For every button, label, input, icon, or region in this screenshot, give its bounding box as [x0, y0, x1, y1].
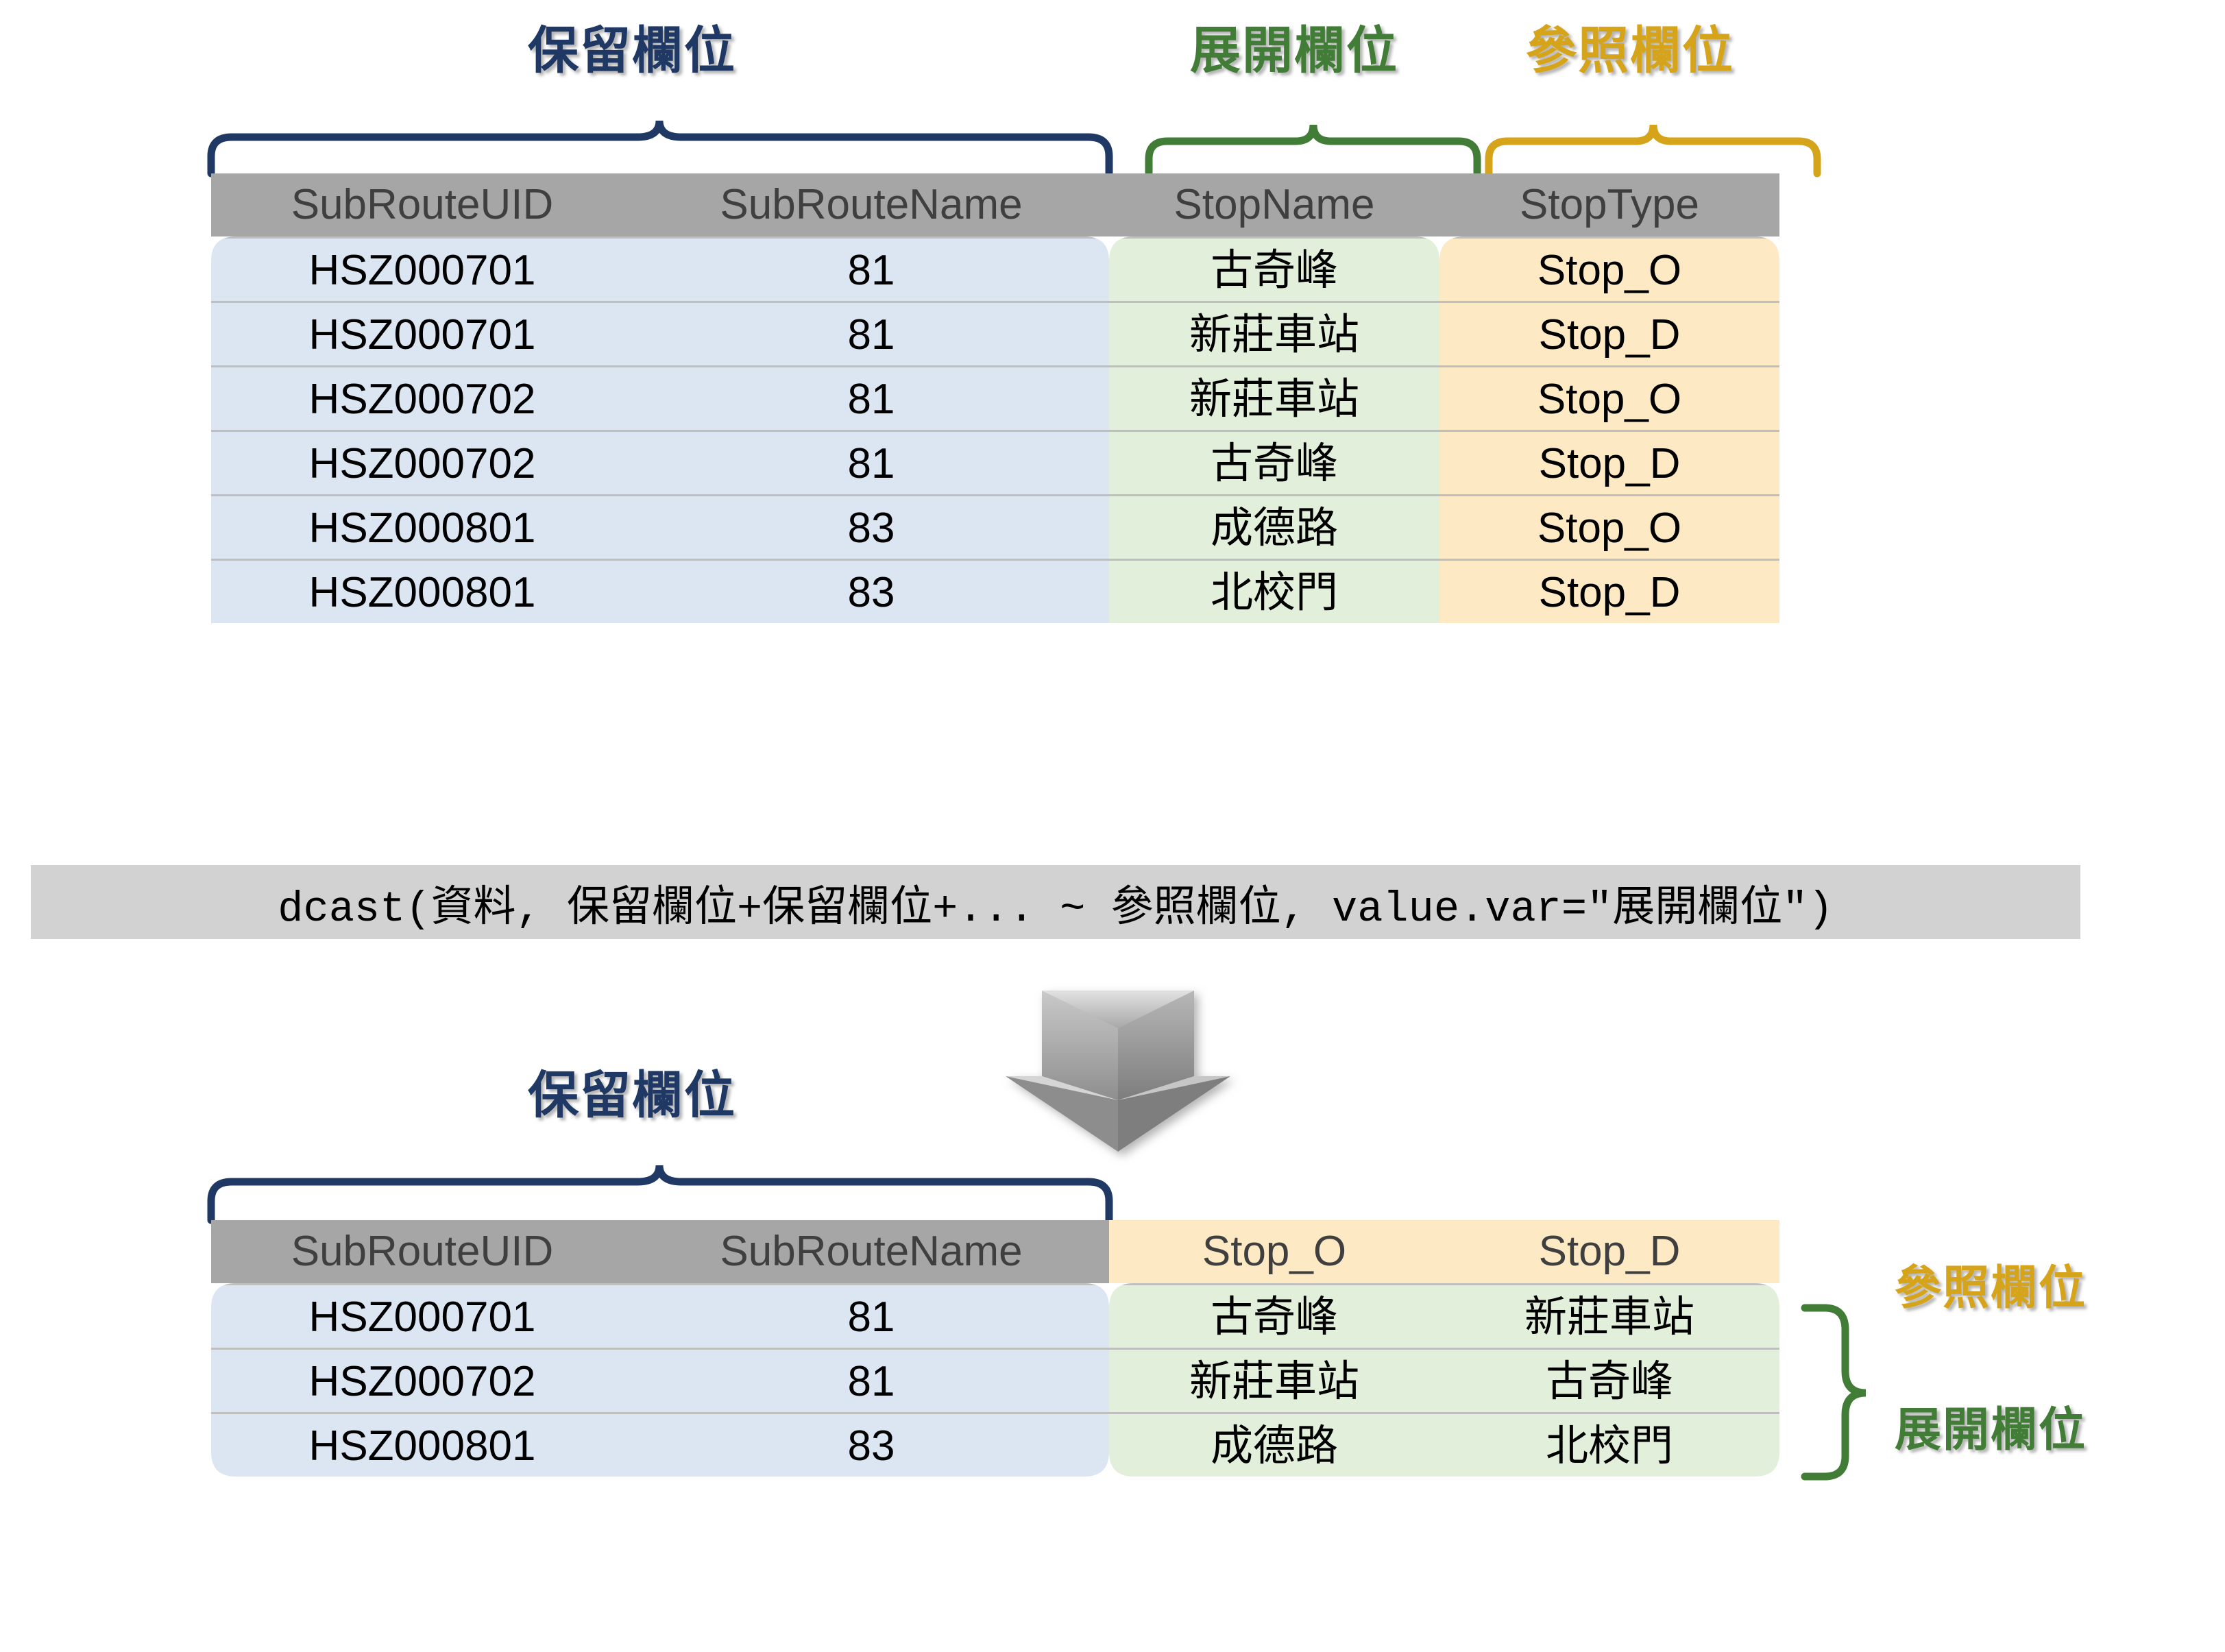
- cell-subrouteuid: HSZ000702: [211, 430, 633, 494]
- cell-subroutename: 81: [633, 430, 1109, 494]
- cell-stopname: 新莊車站: [1109, 365, 1439, 430]
- brace-keep-fields-top: [207, 120, 1821, 178]
- cell-subroutename: 81: [633, 301, 1109, 365]
- column-header-subrouteuid: SubRouteUID: [211, 173, 633, 236]
- cell-subrouteuid: HSZ000701: [211, 1283, 633, 1348]
- result-table-header-row: SubRouteUID SubRouteName Stop_O Stop_D: [211, 1220, 1779, 1283]
- cell-subroutename: 81: [633, 236, 1109, 301]
- column-header-stopname: StopName: [1109, 173, 1439, 236]
- cell-subroutename: 81: [633, 1283, 1109, 1348]
- cell-stoptype: Stop_O: [1439, 236, 1779, 301]
- table-row: HSZ000801 83 北校門 Stop_D: [211, 559, 1779, 623]
- label-expand-fields-top: 展開欄位: [1190, 22, 1398, 79]
- cell-stopname: 古奇峰: [1109, 236, 1439, 301]
- column-header-subrouteuid: SubRouteUID: [211, 1220, 633, 1283]
- cell-stop-d: 新莊車站: [1439, 1283, 1779, 1348]
- cell-stopname: 北校門: [1109, 559, 1439, 623]
- formula-text: dcast(資料, 保留欄位+保留欄位+... ~ 參照欄位, value.va…: [278, 884, 1834, 934]
- cell-stop-d: 北校門: [1439, 1412, 1779, 1477]
- cell-subrouteuid: HSZ000702: [211, 365, 633, 430]
- result-table: SubRouteUID SubRouteName Stop_O Stop_D H…: [211, 1220, 1779, 1477]
- cell-stoptype: Stop_O: [1439, 494, 1779, 559]
- table-row: HSZ000701 81 新莊車站 Stop_D: [211, 301, 1779, 365]
- cell-subrouteuid: HSZ000701: [211, 301, 633, 365]
- label-keep-fields-top: 保留欄位: [528, 22, 736, 79]
- cell-subrouteuid: HSZ000801: [211, 1412, 633, 1477]
- cell-subroutename: 83: [633, 494, 1109, 559]
- column-header-stop-o: Stop_O: [1109, 1220, 1439, 1283]
- table-row: HSZ000702 81 古奇峰 Stop_D: [211, 430, 1779, 494]
- formula-bar: dcast(資料, 保留欄位+保留欄位+... ~ 參照欄位, value.va…: [31, 865, 2080, 939]
- column-header-stop-d: Stop_D: [1439, 1220, 1779, 1283]
- top-table-corner-mask: [211, 236, 1779, 261]
- table-row: HSZ000701 81 古奇峰 Stop_O: [211, 236, 1779, 301]
- source-table-header-row: SubRouteUID SubRouteName StopName StopTy…: [211, 173, 1779, 236]
- brace-keep-fields-bottom: [207, 1165, 1113, 1224]
- label-expand-fields-right: 展開欄位: [1895, 1404, 2087, 1456]
- cell-stoptype: Stop_D: [1439, 559, 1779, 623]
- cell-subrouteuid: HSZ000801: [211, 559, 633, 623]
- label-keep-fields-bottom: 保留欄位: [528, 1067, 736, 1123]
- table-row: HSZ000701 81 古奇峰 新莊車站: [211, 1283, 1779, 1348]
- cell-stop-o: 古奇峰: [1109, 1283, 1439, 1348]
- label-reference-fields-top: 參照欄位: [1526, 22, 1734, 79]
- cell-subroutename: 81: [633, 1348, 1109, 1412]
- table-row: HSZ000702 81 新莊車站 古奇峰: [211, 1348, 1779, 1412]
- table-row: HSZ000702 81 新莊車站 Stop_O: [211, 365, 1779, 430]
- cell-stoptype: Stop_D: [1439, 430, 1779, 494]
- cell-stopname: 新莊車站: [1109, 301, 1439, 365]
- cell-stopname: 成德路: [1109, 494, 1439, 559]
- down-arrow-icon: [1006, 991, 1230, 1152]
- cell-subroutename: 81: [633, 365, 1109, 430]
- source-table: SubRouteUID SubRouteName StopName StopTy…: [211, 173, 1779, 623]
- cell-stop-o: 新莊車站: [1109, 1348, 1439, 1412]
- table-row: HSZ000801 83 成德路 北校門: [211, 1412, 1779, 1477]
- cell-stoptype: Stop_D: [1439, 301, 1779, 365]
- label-reference-fields-right: 參照欄位: [1895, 1262, 2087, 1314]
- cell-stoptype: Stop_O: [1439, 365, 1779, 430]
- cell-stop-o: 成德路: [1109, 1412, 1439, 1477]
- table-row: HSZ000801 83 成德路 Stop_O: [211, 494, 1779, 559]
- cell-stopname: 古奇峰: [1109, 430, 1439, 494]
- cell-subrouteuid: HSZ000801: [211, 494, 633, 559]
- column-header-stoptype: StopType: [1439, 173, 1779, 236]
- column-header-subroutename: SubRouteName: [633, 173, 1109, 236]
- cell-subrouteuid: HSZ000701: [211, 236, 633, 301]
- cell-stop-d: 古奇峰: [1439, 1348, 1779, 1412]
- column-header-subroutename: SubRouteName: [633, 1220, 1109, 1283]
- cell-subroutename: 83: [633, 559, 1109, 623]
- cell-subrouteuid: HSZ000702: [211, 1348, 633, 1412]
- cell-subroutename: 83: [633, 1412, 1109, 1477]
